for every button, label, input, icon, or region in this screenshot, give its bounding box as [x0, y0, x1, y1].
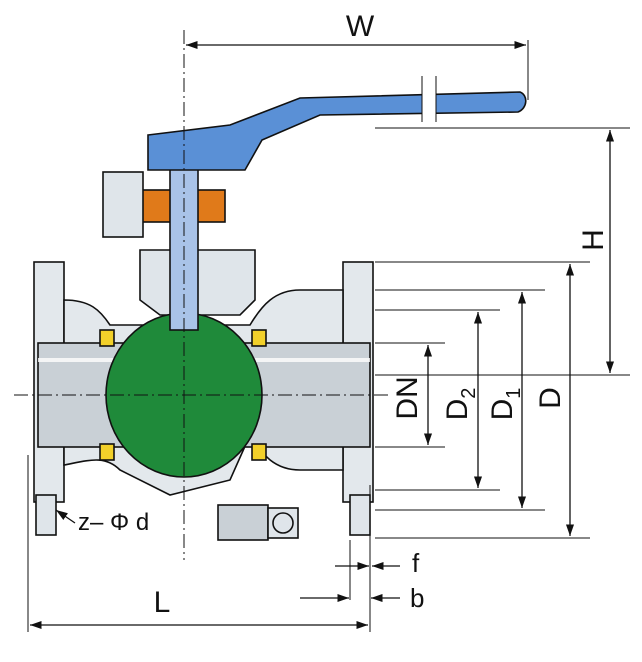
bolt-hole-left	[35, 494, 57, 536]
handle	[147, 91, 527, 171]
label-D1: D	[486, 399, 519, 421]
label-bolt: z– Φ d	[78, 509, 149, 536]
gland-bolt	[102, 171, 144, 238]
label-L: L	[154, 586, 171, 619]
label-D1-sub: 1	[503, 388, 525, 399]
label-DN: DN	[391, 376, 424, 419]
seat-left-bottom	[99, 443, 115, 461]
seat-right-top	[251, 329, 267, 347]
svg-text:D1: D1	[486, 388, 525, 421]
drain-bolt	[217, 504, 269, 541]
label-D2: D	[441, 399, 474, 421]
svg-text:D2: D2	[441, 388, 480, 421]
seat-left-top	[99, 329, 115, 347]
label-f: f	[412, 548, 420, 578]
label-W: W	[346, 10, 375, 43]
label-D2-sub: 2	[458, 388, 480, 399]
valve-body	[33, 249, 374, 541]
extension-lines	[27, 40, 630, 632]
label-D: D	[534, 387, 567, 409]
label-H: H	[577, 229, 610, 251]
bolt-hole-right	[349, 494, 371, 536]
leader-bolt	[55, 509, 76, 524]
stem-assembly	[102, 76, 527, 331]
label-b: b	[410, 583, 424, 613]
dimension-lines	[30, 40, 615, 630]
seat-right-bottom	[251, 443, 267, 461]
